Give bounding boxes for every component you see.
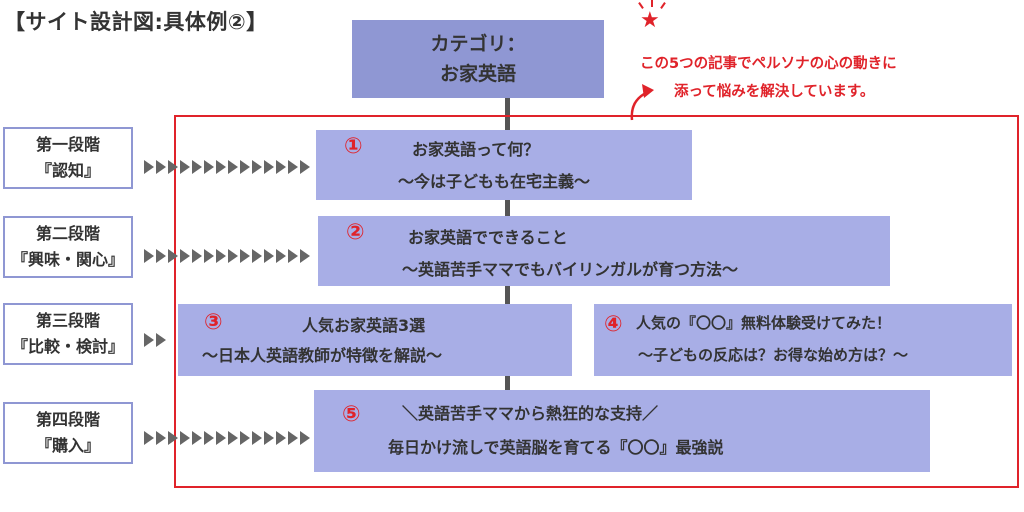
spark-icon xyxy=(660,2,666,9)
stage-label: 『比較・検討』 xyxy=(11,337,124,356)
article-subtitle: 〜英語苦手ママでもバイリンガルが育つ方法〜 xyxy=(402,260,739,279)
article-title: お家英語って何？ xyxy=(412,140,540,159)
stage-box-2: 第二段階 『興味・関心』 xyxy=(3,216,133,278)
arrow-chain-2 xyxy=(144,242,312,270)
article-number: ③ xyxy=(204,310,223,335)
star-icon: ★ xyxy=(640,8,660,33)
spark-icon xyxy=(651,0,653,7)
page-title: 【サイト設計図:具体例②】 xyxy=(4,10,268,34)
stage-name: 第三段階 xyxy=(35,311,100,330)
article-box-2: ② お家英語でできること 〜英語苦手ママでもバイリンガルが育つ方法〜 xyxy=(318,216,890,286)
stage-label: 『興味・関心』 xyxy=(11,250,124,269)
stage-name: 第二段階 xyxy=(35,224,100,243)
stage-label: 『購入』 xyxy=(35,436,100,455)
article-group-frame xyxy=(174,115,1019,488)
article-title: 人気の『〇〇』無料体験受けてみた！ xyxy=(636,314,892,332)
stage-box-3: 第三段階 『比較・検討』 xyxy=(3,303,133,365)
category-label: カテゴリ： xyxy=(430,33,526,55)
stage-name: 第四段階 xyxy=(35,410,100,429)
stage-name: 第一段階 xyxy=(35,135,100,154)
article-subtitle: 〜日本人英語教師が特徴を解説〜 xyxy=(202,346,443,365)
arrow-chain-1 xyxy=(144,153,312,181)
stage-box-4: 第四段階 『購入』 xyxy=(3,402,133,464)
category-value: お家英語 xyxy=(439,63,516,85)
note-line-2: 添って悩みを解決しています。 xyxy=(674,84,875,100)
article-title: ＼英語苦手ママから熱狂的な支持／ xyxy=(402,404,659,423)
note-text: この5つの記事でペルソナの心の動きに 添って悩みを解決しています。 xyxy=(640,50,897,106)
article-subtitle: 毎日かけ流しで英語脳を育てる『〇〇』最強説 xyxy=(388,438,724,457)
arrow-chain-4 xyxy=(144,424,312,452)
article-number: ② xyxy=(346,220,365,245)
article-subtitle: 〜今は子どもも在宅主義〜 xyxy=(398,172,591,191)
category-box: カテゴリ： お家英語 xyxy=(352,20,604,98)
article-box-1: ① お家英語って何？ 〜今は子どもも在宅主義〜 xyxy=(316,130,692,200)
article-box-5: ⑤ ＼英語苦手ママから熱狂的な支持／ 毎日かけ流しで英語脳を育てる『〇〇』最強説 xyxy=(314,390,930,472)
article-box-3: ③ 人気お家英語3選 〜日本人英語教師が特徴を解説〜 xyxy=(178,304,572,376)
note-line-1: この5つの記事でペルソナの心の動きに xyxy=(640,56,897,72)
article-subtitle: 〜子どもの反応は？お得な始め方は？〜 xyxy=(638,346,909,364)
article-number: ⑤ xyxy=(342,402,361,427)
article-number: ① xyxy=(344,134,363,159)
stage-label: 『認知』 xyxy=(35,161,100,180)
arrow-chain-3 xyxy=(144,326,168,354)
stage-box-1: 第一段階 『認知』 xyxy=(3,127,133,189)
article-title: 人気お家英語3選 xyxy=(302,316,426,335)
article-box-4: ④ 人気の『〇〇』無料体験受けてみた！ 〜子どもの反応は？お得な始め方は？〜 xyxy=(594,304,1012,376)
article-title: お家英語でできること xyxy=(408,228,568,247)
article-number: ④ xyxy=(604,312,623,337)
